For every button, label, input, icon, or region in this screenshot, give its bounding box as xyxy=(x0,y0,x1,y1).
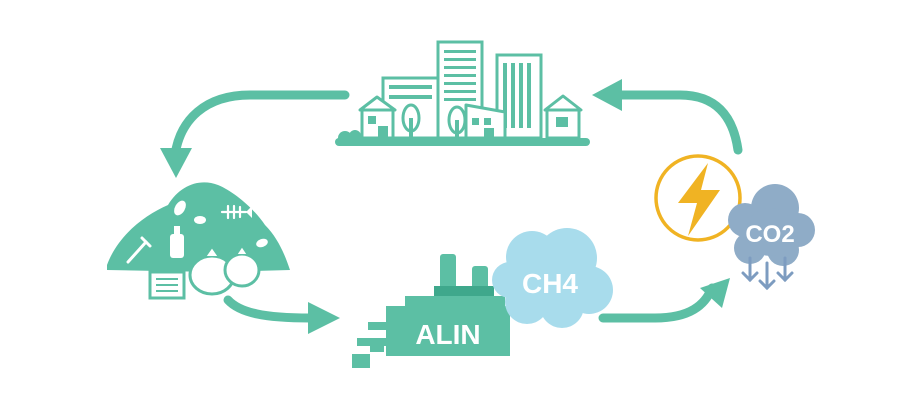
arrow-waste-to-alin xyxy=(223,295,315,323)
arrow-ch4-to-co2-head xyxy=(700,278,730,308)
arrow-ch4-to-co2 xyxy=(598,283,717,323)
lightning-icon xyxy=(654,154,742,242)
waste-pile-icon xyxy=(107,182,290,300)
city-icon xyxy=(335,40,590,146)
co2-label: CO2 xyxy=(745,221,794,248)
arrow-energy-to-city-head xyxy=(592,79,622,111)
ch4-label: CH4 xyxy=(522,268,578,299)
arrow-city-to-waste xyxy=(170,90,350,160)
co2-cloud-icon xyxy=(728,184,815,266)
arrow-energy-to-city xyxy=(615,90,743,155)
alin-label: ALIN xyxy=(415,319,480,350)
arrow-city-to-waste-head xyxy=(160,148,192,178)
cycle-arrows xyxy=(160,79,743,334)
alin-machine-icon xyxy=(352,254,510,368)
arrow-waste-to-alin-head xyxy=(308,302,340,334)
ch4-cloud-icon xyxy=(492,228,613,328)
emission-down-arrows xyxy=(741,256,794,291)
